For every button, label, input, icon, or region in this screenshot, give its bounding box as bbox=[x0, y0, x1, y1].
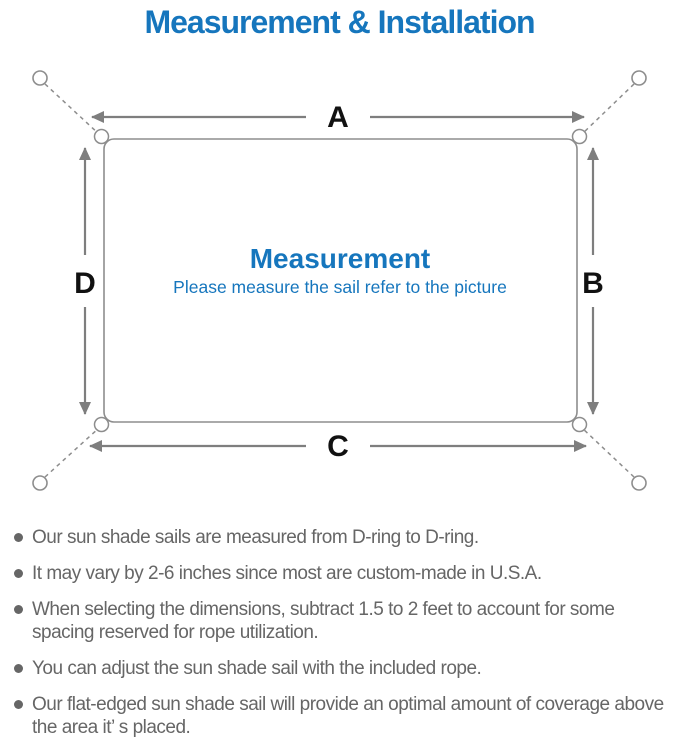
d-ring-bottom-left bbox=[93, 416, 110, 433]
notes-list: Our sun shade sails are measured from D-… bbox=[0, 510, 679, 739]
sail-d-rings bbox=[93, 128, 588, 433]
note-item: When selecting the dimensions, subtract … bbox=[14, 598, 677, 644]
note-text: Our sun shade sails are measured from D-… bbox=[32, 527, 479, 548]
rope-line-bottom-left bbox=[44, 426, 101, 478]
bullet-icon bbox=[14, 569, 23, 578]
rope-line-bottom-right bbox=[580, 426, 635, 478]
d-ring-bottom-right bbox=[571, 416, 588, 433]
note-item: Our flat-edged sun shade sail will provi… bbox=[14, 693, 677, 739]
diagram-caption: Measurement Please measure the sail refe… bbox=[173, 243, 507, 297]
dimension-c: C bbox=[89, 430, 587, 463]
anchor-ring-bottom-left bbox=[32, 475, 48, 491]
anchor-ring-bottom-right bbox=[631, 475, 647, 491]
note-item: You can adjust the sun shade sail with t… bbox=[14, 657, 677, 680]
dimension-d-label: D bbox=[74, 267, 96, 300]
anchor-ring-top-right bbox=[631, 70, 647, 86]
anchor-ring-top-left bbox=[32, 70, 48, 86]
dimension-b: B bbox=[582, 147, 604, 415]
bullet-icon bbox=[14, 664, 23, 673]
anchor-rings bbox=[32, 70, 647, 491]
note-item: Our sun shade sails are measured from D-… bbox=[14, 526, 677, 549]
note-item: It may vary by 2-6 inches since most are… bbox=[14, 562, 677, 585]
dimension-a-label: A bbox=[327, 101, 349, 134]
note-text: Our flat-edged sun shade sail will provi… bbox=[32, 694, 664, 738]
measurement-diagram: A C D B Measurement Please measure the s… bbox=[32, 70, 647, 491]
note-text: You can adjust the sun shade sail with t… bbox=[32, 658, 482, 679]
d-ring-top-right bbox=[571, 128, 588, 145]
rope-line-top-left bbox=[44, 83, 101, 136]
bullet-icon bbox=[14, 605, 23, 614]
d-ring-top-left bbox=[93, 128, 110, 145]
bullet-icon bbox=[14, 533, 23, 542]
note-text: When selecting the dimensions, subtract … bbox=[32, 599, 615, 643]
sail-outline bbox=[103, 138, 578, 423]
dimension-c-label: C bbox=[327, 430, 349, 463]
diagram-caption-title: Measurement bbox=[250, 243, 431, 274]
page-title: Measurement & Installation bbox=[144, 4, 535, 40]
note-text: It may vary by 2-6 inches since most are… bbox=[32, 563, 542, 584]
diagram-caption-subtitle: Please measure the sail refer to the pic… bbox=[173, 277, 507, 297]
dimension-a: A bbox=[91, 101, 585, 134]
dimension-d: D bbox=[74, 147, 96, 415]
dimension-b-label: B bbox=[582, 267, 604, 300]
rope-line-top-right bbox=[580, 83, 635, 136]
bullet-icon bbox=[14, 700, 23, 709]
